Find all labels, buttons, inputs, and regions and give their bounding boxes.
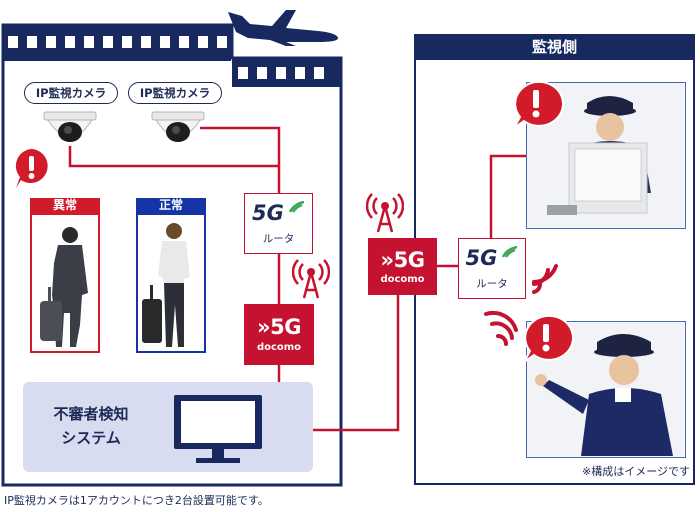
docomo-center: »5G docomo (368, 238, 437, 295)
alert-icon (516, 314, 576, 364)
traveler-casual-figure (138, 215, 204, 351)
system-title-line1: 不審者検知 (36, 403, 146, 424)
wifi-signal-icon (528, 262, 562, 300)
image-note: ※構成はイメージです (540, 463, 690, 479)
docomo-mark: »5G (368, 248, 437, 272)
docomo-name: docomo (244, 342, 314, 354)
docomo-name: docomo (368, 274, 437, 286)
signal-arc-icon (289, 201, 305, 213)
dome-camera-icon (42, 110, 98, 150)
router-label: ルータ (459, 276, 525, 291)
system-title-line2: システム (36, 427, 146, 448)
normal-label: 正常 (136, 198, 206, 213)
traveler-suit-figure (32, 215, 98, 351)
router-left: 5G ルータ (244, 193, 313, 254)
alert-icon (10, 146, 54, 190)
router-label: ルータ (245, 231, 312, 246)
signal-arc-icon (502, 246, 518, 258)
monitor-icon (168, 391, 268, 467)
camera-label-2: IP監視カメラ (128, 82, 222, 104)
router-brand: 5G (252, 201, 284, 225)
dome-camera-icon (150, 110, 206, 150)
wifi-signal-icon (478, 310, 518, 350)
abnormal-label: 異常 (30, 198, 100, 213)
router-brand: 5G (466, 246, 498, 270)
abnormal-person-frame (30, 213, 100, 353)
router-right: 5G ルータ (458, 238, 526, 299)
alert-icon (506, 80, 566, 130)
footer-note: IP監視カメラは1アカウントにつき2台設置可能です。 (4, 492, 269, 508)
signal-tower-icon (292, 258, 330, 300)
docomo-left: »5G docomo (244, 304, 314, 365)
camera-label-1: IP監視カメラ (24, 82, 118, 104)
normal-person-frame (136, 213, 206, 353)
docomo-mark: »5G (244, 315, 314, 339)
signal-tower-icon (366, 192, 404, 234)
